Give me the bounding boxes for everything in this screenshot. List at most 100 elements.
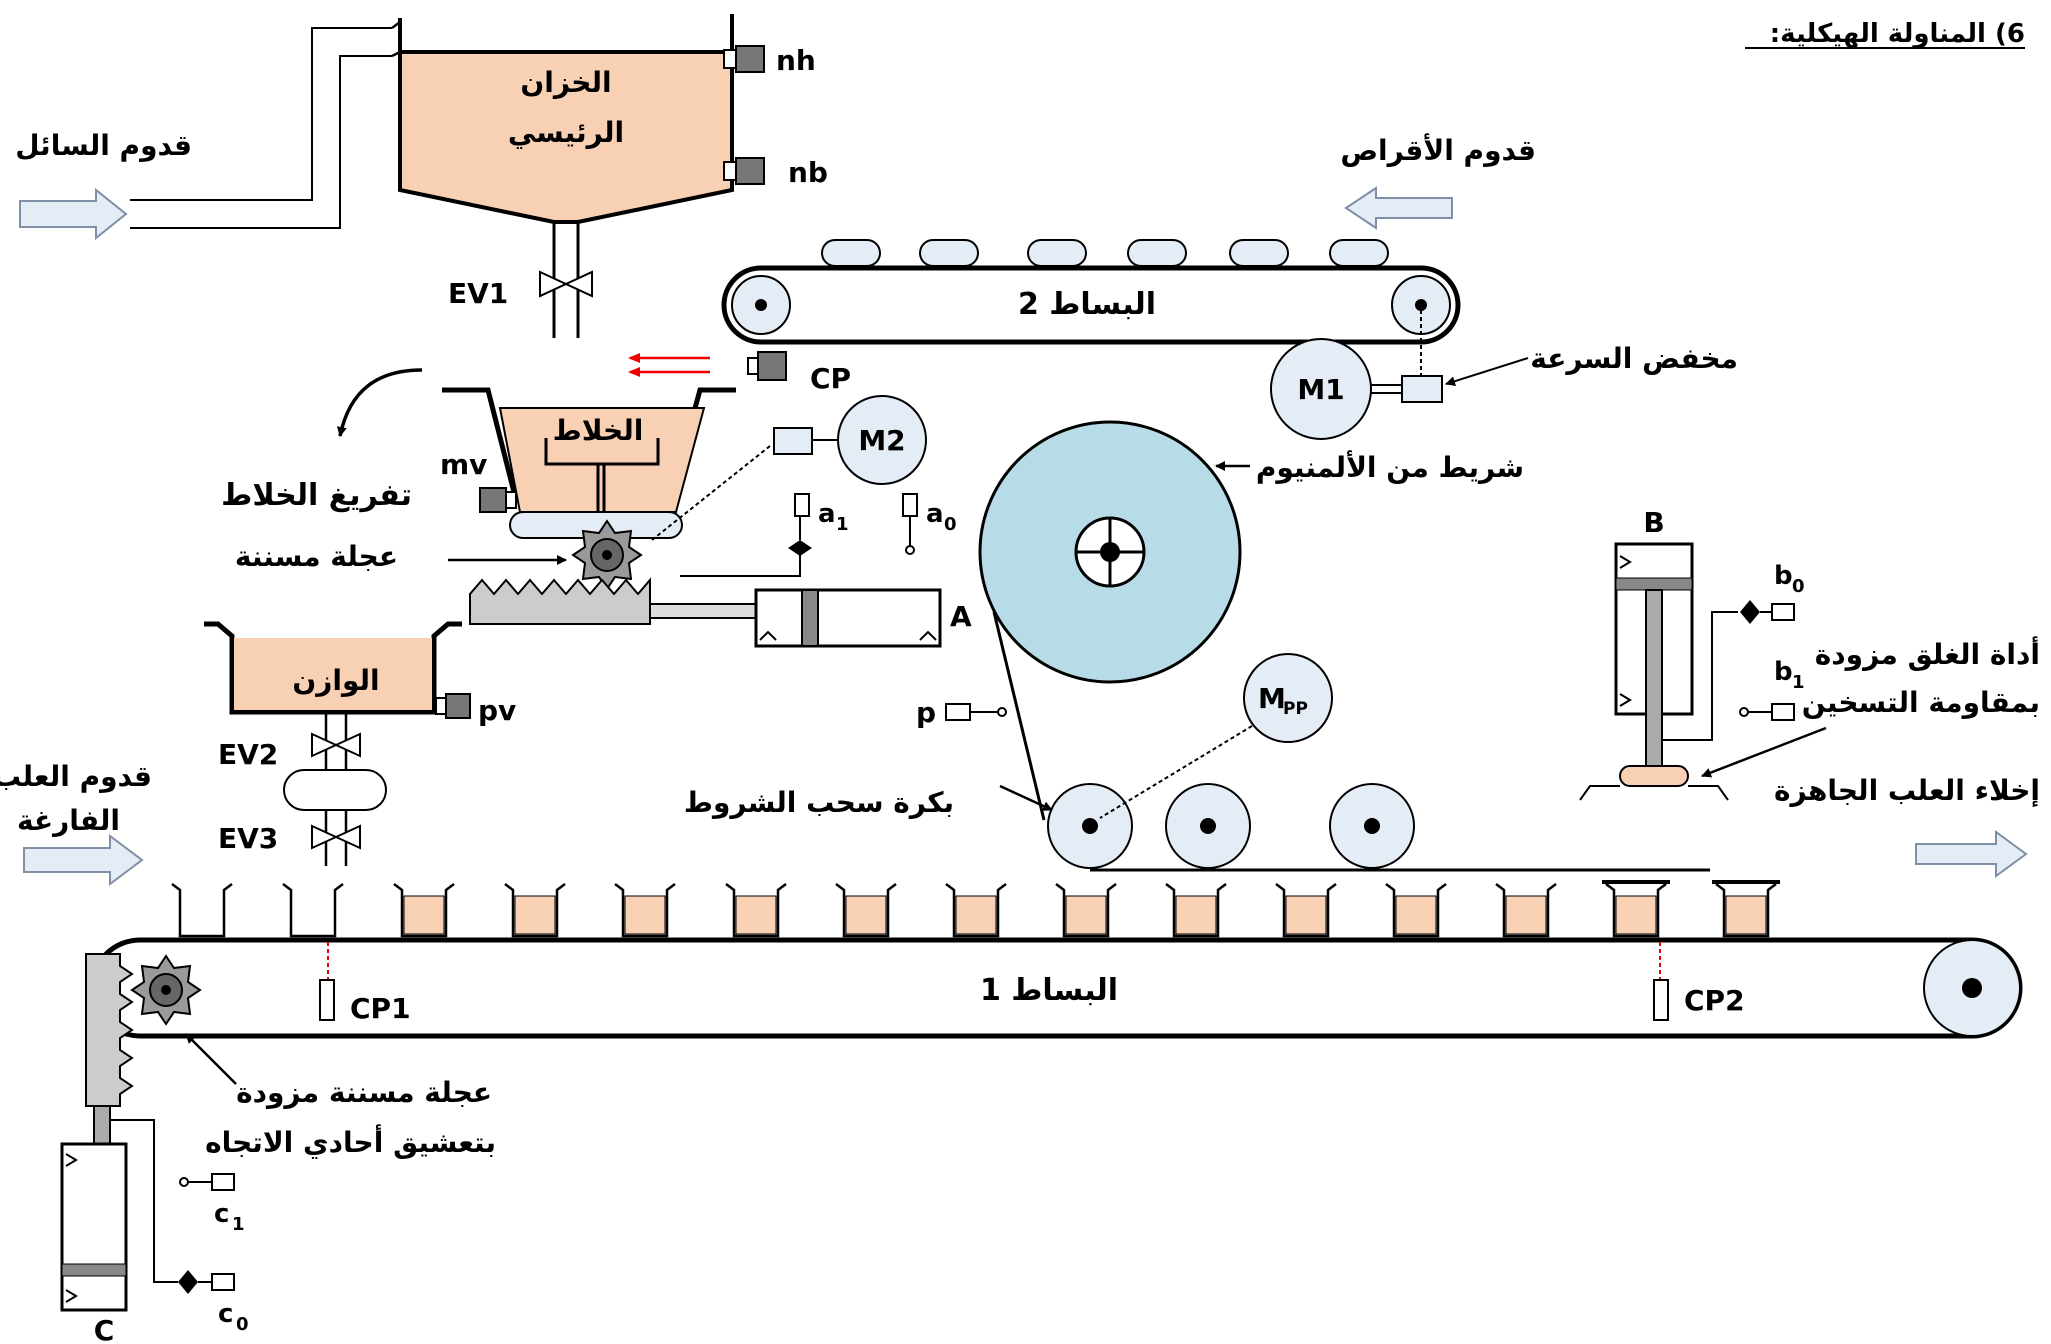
valve-ev2-icon xyxy=(311,732,361,758)
motor-mpp-sub: PP xyxy=(1283,699,1308,719)
can xyxy=(171,883,233,938)
aluminium-roll-label: شريط من الألمنيوم xyxy=(1256,450,1524,484)
sensor-c1-label: c xyxy=(214,1199,229,1229)
tablet-icon xyxy=(919,239,979,267)
tablets-inlet-label: قدوم الأقراص xyxy=(1340,133,1536,167)
sensor-nb-icon xyxy=(735,157,765,185)
sensor-cp1-label: CP1 xyxy=(350,992,411,1025)
mixer-gear-icon xyxy=(571,519,643,591)
cans-inlet-label-line2: الفارغة xyxy=(17,804,120,837)
sensor-mv-label: mv xyxy=(440,448,487,481)
valve-ev1-label: EV1 xyxy=(448,277,508,310)
can xyxy=(725,883,787,938)
can-content xyxy=(403,895,445,935)
tablet-icon xyxy=(1329,239,1389,267)
dosing-chamber xyxy=(283,769,387,811)
cylinder-c-body xyxy=(60,1142,128,1312)
sensor-nh-head xyxy=(723,49,737,69)
rack-a xyxy=(469,577,651,625)
can xyxy=(1385,883,1447,938)
can-content xyxy=(514,895,556,935)
can xyxy=(945,883,1007,938)
valve-ev1-icon xyxy=(539,270,593,298)
sensor-b1-sub: 1 xyxy=(1792,672,1805,693)
mixer-content xyxy=(498,407,706,513)
sensor-b1-label: b xyxy=(1774,657,1793,687)
cans-inlet-arrow-icon xyxy=(23,834,144,886)
can-content xyxy=(624,895,666,935)
conveyor-gear-icon xyxy=(130,954,202,1026)
can-content xyxy=(1725,895,1767,935)
outlet-arrow-icon xyxy=(1915,830,2028,878)
cylinder-a-body xyxy=(754,588,942,648)
valve-ev3-icon xyxy=(311,824,361,850)
sensor-nh-label: nh xyxy=(776,44,816,77)
conveyor-1-label: البساط 1 xyxy=(980,973,1118,1008)
sensor-c1-icon xyxy=(211,1173,235,1191)
can xyxy=(1275,883,1337,938)
tank-title-line1: الخزان xyxy=(520,66,611,99)
sensor-c1-sub: 1 xyxy=(232,1214,245,1235)
liquid-inlet-arrow-icon xyxy=(19,187,128,241)
weigher-rim xyxy=(204,621,462,715)
cylinder-c-label: C xyxy=(94,1314,115,1344)
header-title: 6) المناولة الهيكلية: xyxy=(1770,19,2025,49)
liquid-pipe-outer xyxy=(130,55,392,229)
sensor-p-label: p xyxy=(916,696,936,729)
sensor-b0-label: b xyxy=(1774,561,1793,591)
sensor-b0-icon xyxy=(1771,603,1795,621)
rack-c xyxy=(85,953,134,1107)
discharge-label: تفريغ الخلاط xyxy=(221,478,412,513)
can xyxy=(1055,883,1117,938)
sensor-a1-label: a xyxy=(818,499,836,529)
sensor-pv-label: pv xyxy=(478,694,516,727)
cylinder-a-piston xyxy=(801,589,819,647)
speed-reducer-icon xyxy=(1401,375,1443,403)
sensor-p-icon xyxy=(945,703,971,721)
mixer-label: الخلاط xyxy=(553,414,644,447)
speed-reducer-label: مخفض السرعة xyxy=(1530,342,1738,375)
sensor-nb-label: nb xyxy=(788,156,828,189)
tablet-icon xyxy=(1127,239,1187,267)
tablet-icon xyxy=(1229,239,1289,267)
conveyor-2: البساط 2 xyxy=(721,265,1461,345)
outlet-label: إخلاء العلب الجاهزة xyxy=(1774,774,2040,808)
sensor-b1-icon xyxy=(1771,703,1795,721)
can-content xyxy=(1065,895,1107,935)
pulley-label: بكرة سحب الشروط xyxy=(684,786,954,819)
sensor-cp-label: CP xyxy=(810,362,851,395)
can-content xyxy=(1395,895,1437,935)
can-content xyxy=(845,895,887,935)
cylinder-b-label: B xyxy=(1643,506,1664,539)
valve-ev2-label: EV2 xyxy=(218,738,278,771)
cylinder-a-label: A xyxy=(950,600,972,633)
sensor-nh-icon xyxy=(735,45,765,73)
conveyor-gear-label-line2: بتعشيق أحادي الاتجاه xyxy=(205,1124,496,1159)
sensor-a0-label: a xyxy=(926,499,944,529)
liquid-pipe-inner xyxy=(130,27,392,201)
weigher-label: الوازن xyxy=(292,664,379,697)
sensor-cp2-label: CP2 xyxy=(1684,984,1745,1017)
sensor-b0-sub: 0 xyxy=(1792,576,1805,597)
motor-m2-label: M2 xyxy=(858,424,905,457)
conveyor-2-label: البساط 2 xyxy=(1018,287,1156,322)
sealing-tool-label-line2: بمقاومة التسخين xyxy=(1802,686,2040,719)
cans-inlet-label-line1: قدوم العلب xyxy=(0,760,152,793)
can xyxy=(282,883,344,938)
can-content xyxy=(1505,895,1547,935)
conveyor-gear-label-line1: عجلة مسننة مزودة xyxy=(236,1076,492,1109)
can xyxy=(1715,883,1777,938)
can xyxy=(614,883,676,938)
mixer-gear-label: عجلة مسننة xyxy=(235,540,398,573)
sensor-c0-icon xyxy=(211,1273,235,1291)
tablet-icon xyxy=(821,239,881,267)
main-tank: الخزان الرئيسي EV1 xyxy=(398,14,734,338)
can-content xyxy=(955,895,997,935)
sensor-c0-label: c xyxy=(218,1299,233,1329)
cylinder-b-rod xyxy=(1645,589,1663,767)
sensor-a0-icon xyxy=(902,493,918,517)
sealing-tool-label-line1: أداة الغلق مزودة xyxy=(1815,636,2040,671)
sensor-nb-head xyxy=(723,161,737,181)
sensor-a1-icon xyxy=(794,493,810,517)
